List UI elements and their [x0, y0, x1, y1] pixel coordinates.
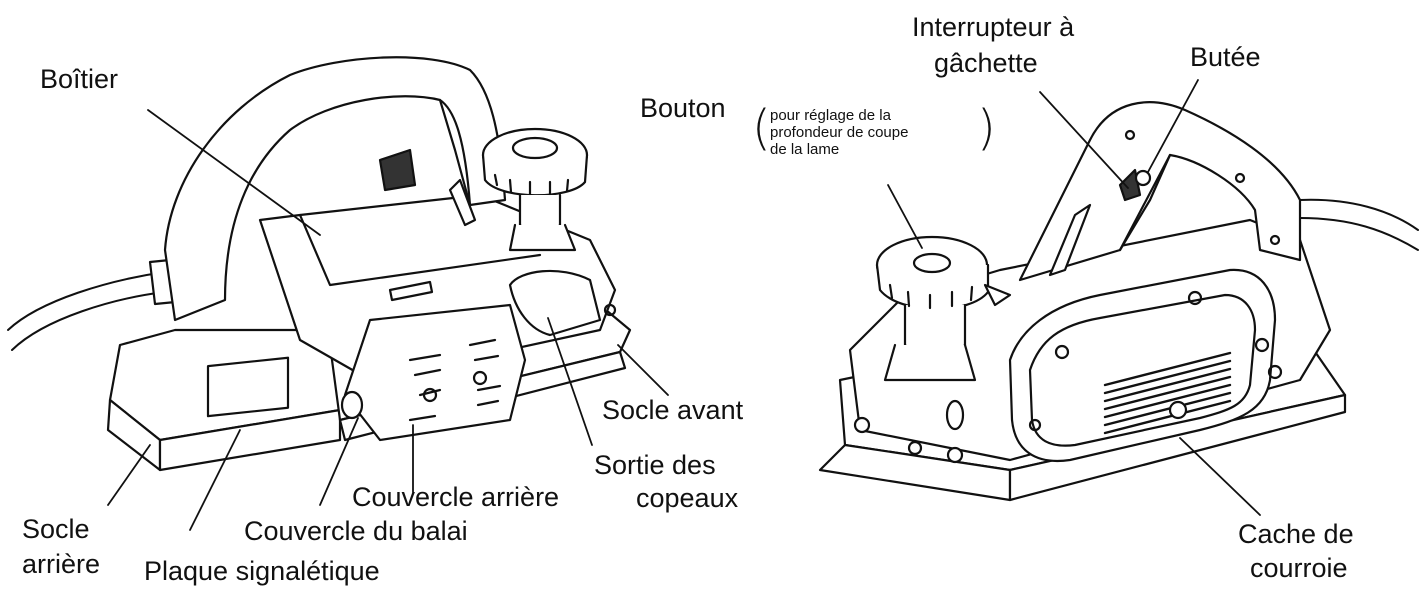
leader-socle-avant	[617, 344, 669, 396]
leader-couvercle-balai	[319, 417, 359, 506]
power-cord-right	[1299, 198, 1419, 231]
label-butee: Butée	[1190, 42, 1261, 72]
label-interrupteur-l1: Interrupteur à	[912, 12, 1075, 42]
leader-plaque	[189, 429, 241, 531]
label-bouton-note-l3: de la lame	[770, 141, 840, 158]
nameplate	[206, 356, 290, 418]
depth-knob-left	[481, 127, 589, 252]
power-cord-left	[7, 271, 166, 331]
label-sortie-l1: Sortie des	[594, 450, 716, 480]
label-boitier: Boîtier	[40, 64, 119, 94]
leader-sortie	[547, 317, 593, 446]
label-bouton-note-l2: profondeur de coupe	[770, 124, 909, 141]
leader-cache	[1179, 437, 1261, 516]
label-socle-arriere-l2: arrière	[22, 549, 101, 579]
label-plaque: Plaque signalétique	[144, 556, 380, 586]
leader-socle-arriere	[107, 444, 151, 506]
label-couvercle-balai: Couvercle du balai	[244, 516, 468, 546]
label-interrupteur-l2: gâchette	[934, 48, 1038, 78]
chip-exit	[508, 269, 602, 337]
label-couvercle-arriere: Couvercle arrière	[352, 482, 560, 512]
leader-interrupteur	[1039, 91, 1129, 189]
planer-left-illustration	[7, 56, 632, 472]
label-cache-l2: courroie	[1250, 553, 1348, 583]
label-socle-avant: Socle avant	[602, 395, 744, 425]
leader-butee	[1147, 79, 1199, 173]
depth-knob-right	[875, 235, 990, 382]
stop	[1134, 169, 1152, 187]
leader-lines	[107, 79, 1261, 531]
label-socle-arriere-l1: Socle	[22, 514, 90, 544]
bouton-paren-right: )	[977, 100, 996, 156]
leader-boitier	[147, 109, 321, 236]
handle	[163, 56, 507, 322]
label-bouton: Bouton	[640, 93, 726, 123]
brush-cover-left	[340, 390, 364, 420]
rear-cover-left	[343, 303, 527, 442]
label-bouton-note-l1: pour réglage de la	[770, 107, 891, 124]
planer-right-illustration	[818, 101, 1419, 502]
vent-slots	[1103, 351, 1232, 435]
label-sortie-l2: copeaux	[636, 483, 739, 513]
leader-bouton	[887, 184, 923, 249]
bouton-paren-left: (	[752, 100, 771, 156]
label-cache-l1: Cache de	[1238, 519, 1354, 549]
